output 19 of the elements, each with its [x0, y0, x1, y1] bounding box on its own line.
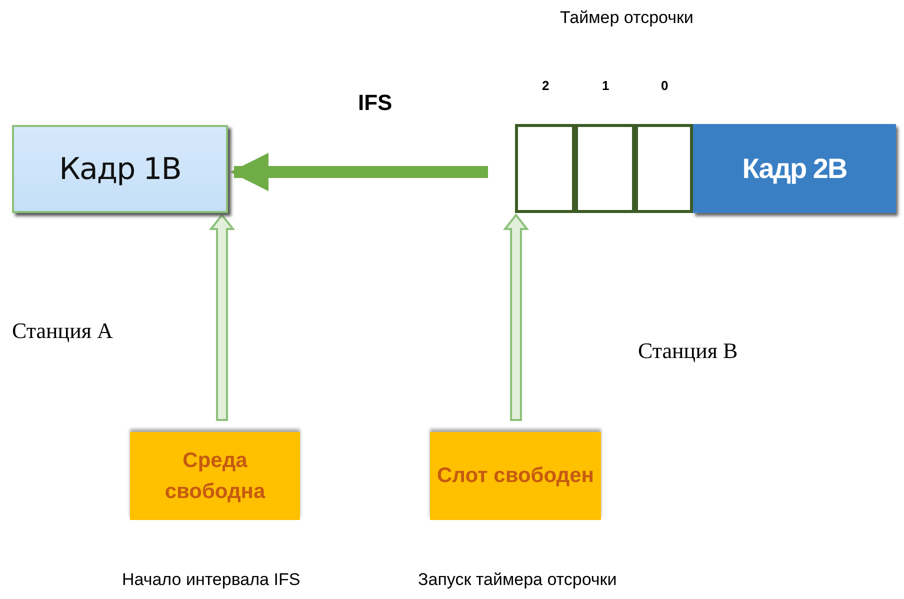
slot-number: 2: [542, 78, 550, 93]
edge-label: IFS: [358, 90, 392, 116]
event-box: Среда свободна: [130, 432, 300, 520]
note: Запуск таймера отсрочки: [418, 570, 617, 590]
slot-box: [635, 124, 693, 213]
arrow: [502, 213, 530, 421]
frame-box: Кадр 1B: [12, 125, 228, 213]
slot-number: 0: [661, 78, 668, 93]
slot-box: [575, 124, 635, 213]
arrow: [230, 152, 488, 192]
frame-box: Кадр 2B: [693, 124, 896, 213]
slot-number: 1: [602, 78, 610, 93]
event-box: Слот свободен: [430, 432, 601, 520]
slot-box: [515, 124, 575, 213]
arrow: [208, 213, 236, 421]
station-label: Станция B: [638, 338, 738, 364]
note: Начало интервала IFS: [122, 570, 300, 590]
station-label: Станция A: [12, 318, 113, 344]
timer-label: Таймер отсрочки: [560, 8, 694, 28]
